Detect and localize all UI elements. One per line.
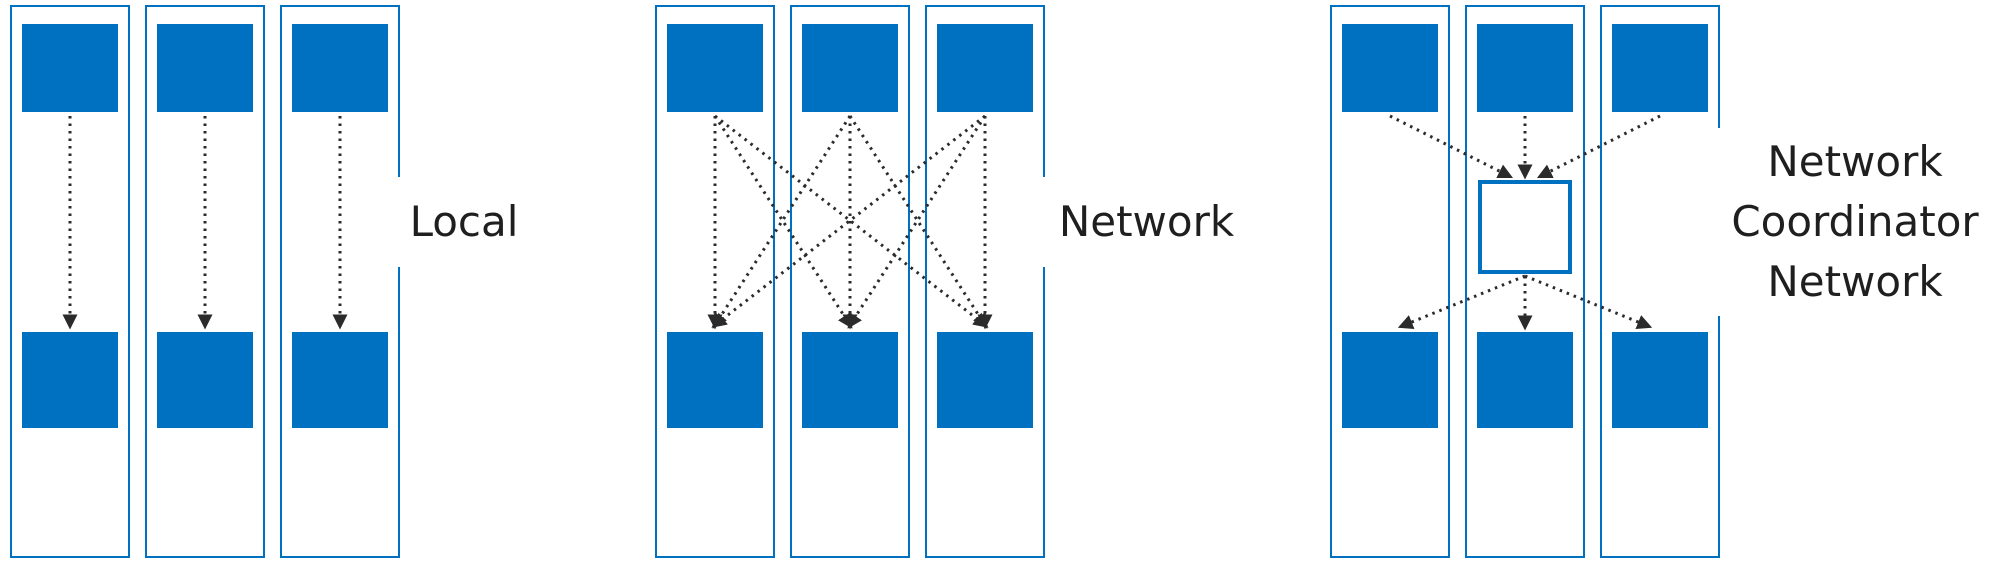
top-node-square xyxy=(157,24,253,112)
top-node-square xyxy=(937,24,1033,112)
top-node-square xyxy=(1342,24,1438,112)
bottom-node-square xyxy=(1342,332,1438,428)
top-node-square xyxy=(1612,24,1708,112)
panel-label-line: Network xyxy=(1058,197,1235,246)
bottom-node-square xyxy=(1477,332,1573,428)
panel-label: Local xyxy=(394,177,534,267)
coordinator-square xyxy=(1478,180,1572,274)
bottom-node-square xyxy=(22,332,118,428)
top-node-square xyxy=(22,24,118,112)
top-node-square xyxy=(1477,24,1573,112)
top-node-square xyxy=(667,24,763,112)
panel-label-line: Network xyxy=(1767,257,1943,306)
top-node-square xyxy=(292,24,388,112)
panel-label: Network xyxy=(1039,177,1254,267)
bottom-node-square xyxy=(157,332,253,428)
bottom-node-square xyxy=(802,332,898,428)
bottom-node-square xyxy=(937,332,1033,428)
bottom-node-square xyxy=(667,332,763,428)
bottom-node-square xyxy=(1612,332,1708,428)
panel-label-line: Network xyxy=(1767,137,1943,186)
panel-label-line: Local xyxy=(409,197,519,246)
top-node-square xyxy=(802,24,898,112)
bottom-node-square xyxy=(292,332,388,428)
panel-label-line: Coordinator xyxy=(1731,197,1979,246)
